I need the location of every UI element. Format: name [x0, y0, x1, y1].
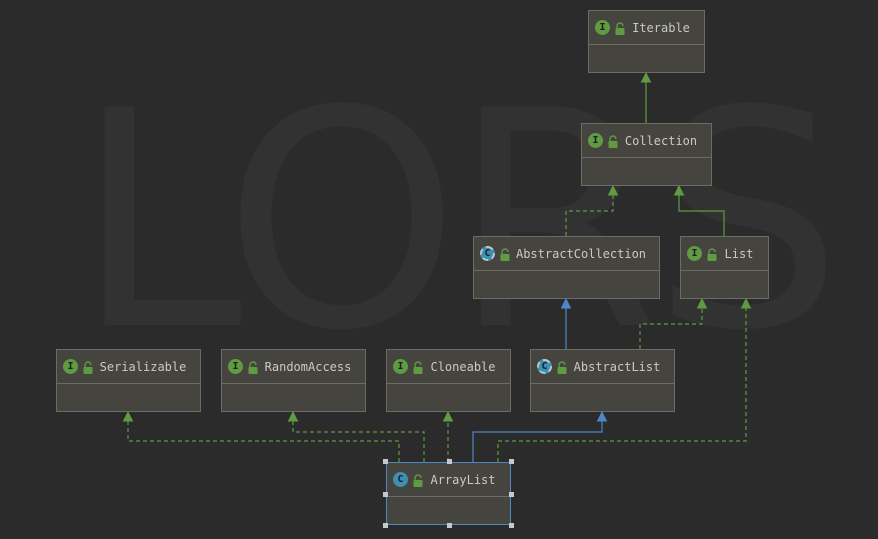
unlocked-lock-icon	[412, 360, 424, 374]
interface-icon: I	[228, 359, 243, 374]
unlocked-lock-icon	[499, 247, 511, 261]
unlocked-lock-icon	[706, 247, 718, 261]
edge-arraylist-to-list[interactable]	[497, 297, 752, 462]
selection-resize-handle[interactable]	[509, 523, 514, 528]
edge-arraylist-to-abstractlist[interactable]	[472, 410, 608, 462]
selection-resize-handle[interactable]	[509, 459, 514, 464]
node-header: I Cloneable	[387, 350, 510, 383]
node-divider	[681, 270, 768, 271]
interface-icon: I	[687, 246, 702, 261]
selection-resize-handle[interactable]	[446, 523, 452, 528]
node-header: C AbstractList	[531, 350, 674, 383]
abstract-class-icon: C	[537, 359, 552, 374]
unlocked-lock-icon	[556, 360, 568, 374]
unlocked-lock-icon	[412, 473, 424, 487]
node-divider	[474, 270, 659, 271]
unlocked-lock-icon	[607, 134, 619, 148]
node-header: I List	[681, 237, 768, 270]
uml-node-arraylist[interactable]: C ArrayList	[386, 462, 511, 525]
node-header: I Collection	[582, 124, 711, 157]
node-header: I RandomAccess	[222, 350, 365, 383]
node-header: C ArrayList	[387, 463, 510, 496]
uml-node-abstractlist[interactable]: C AbstractList	[530, 349, 675, 412]
node-title: AbstractList	[573, 359, 661, 374]
node-divider	[57, 383, 200, 384]
edge-list-to-collection[interactable]	[673, 184, 725, 236]
selection-resize-handle[interactable]	[383, 523, 388, 528]
node-title: RandomAccess	[264, 359, 352, 374]
interface-icon: I	[595, 20, 610, 35]
selection-resize-handle[interactable]	[383, 459, 388, 464]
node-divider	[222, 383, 365, 384]
selection-resize-handle[interactable]	[383, 491, 388, 497]
node-header: I Iterable	[589, 11, 704, 44]
uml-node-serializable[interactable]: I Serializable	[56, 349, 201, 412]
uml-node-collection[interactable]: I Collection	[581, 123, 712, 186]
node-header: I Serializable	[57, 350, 200, 383]
interface-icon: I	[588, 133, 603, 148]
uml-node-iterable[interactable]: I Iterable	[588, 10, 705, 73]
unlocked-lock-icon	[82, 360, 94, 374]
node-title: Cloneable	[430, 359, 496, 374]
node-header: C AbstractCollection	[474, 237, 659, 270]
node-divider	[589, 44, 704, 45]
node-title: AbstractCollection	[515, 246, 647, 261]
uml-node-randomaccess[interactable]: I RandomAccess	[221, 349, 366, 412]
unlocked-lock-icon	[247, 360, 259, 374]
edge-abstractcollection-to-collection[interactable]	[565, 184, 619, 236]
uml-node-abstractcollection[interactable]: C AbstractCollection	[473, 236, 660, 299]
uml-node-cloneable[interactable]: I Cloneable	[386, 349, 511, 412]
node-title: List	[724, 246, 754, 261]
uml-node-list[interactable]: I List	[680, 236, 769, 299]
edge-arraylist-to-serializable[interactable]	[122, 410, 400, 462]
interface-icon: I	[393, 359, 408, 374]
node-title: Serializable	[99, 359, 187, 374]
edge-arraylist-to-randomaccess[interactable]	[287, 410, 425, 462]
node-divider	[387, 496, 510, 497]
node-title: Iterable	[632, 20, 690, 35]
class-icon: C	[393, 472, 408, 487]
edge-abstractlist-to-list[interactable]	[639, 297, 708, 349]
node-divider	[387, 383, 510, 384]
node-title: Collection	[624, 133, 698, 148]
interface-icon: I	[63, 359, 78, 374]
node-title: ArrayList	[430, 472, 496, 487]
selection-resize-handle[interactable]	[509, 491, 514, 497]
node-divider	[531, 383, 674, 384]
unlocked-lock-icon	[614, 21, 626, 35]
node-divider	[582, 157, 711, 158]
abstract-class-icon: C	[480, 246, 495, 261]
selection-resize-handle[interactable]	[446, 459, 452, 464]
